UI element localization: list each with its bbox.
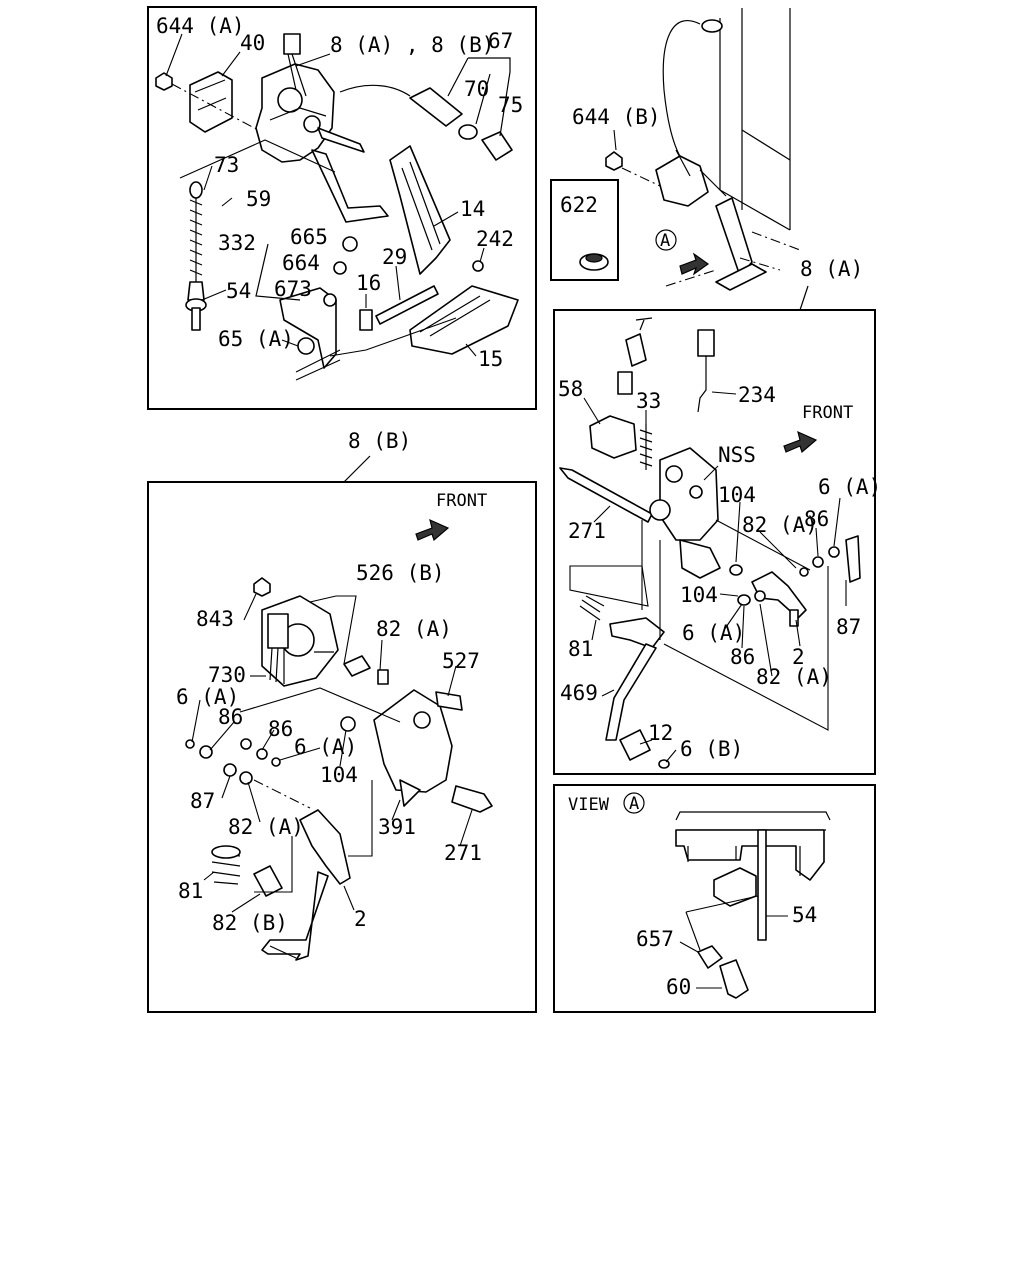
- view-a-marker: A: [660, 231, 670, 251]
- label-86-top: 86: [804, 507, 829, 531]
- label-6b: 6 (B): [680, 737, 743, 761]
- pedal-pad-15: [409, 285, 519, 355]
- front-arrow-8b: [415, 518, 450, 542]
- label-6a-8b-left: 6 (A): [176, 685, 239, 709]
- label-104-8b: 104: [320, 763, 358, 787]
- label-82a-bottom: 82 (A): [756, 665, 832, 689]
- label-nss: NSS: [718, 443, 756, 467]
- accel-pedal-14: [389, 145, 451, 275]
- view-a-title-marker: A: [629, 794, 639, 814]
- label-730: 730: [208, 663, 246, 687]
- label-665: 665: [290, 225, 328, 249]
- label-622: 622: [560, 193, 598, 217]
- label-59: 59: [246, 187, 271, 211]
- label-82a-8b-bottom: 82 (A): [228, 815, 304, 839]
- bracket-391: [373, 689, 453, 793]
- view-a-panel: VIEW A 54 657 60: [553, 784, 876, 1013]
- label-87-8b: 87: [190, 789, 215, 813]
- label-2-8b: 2: [354, 907, 367, 931]
- label-843: 843: [196, 607, 234, 631]
- label-81-8a: 81: [568, 637, 593, 661]
- label-16: 16: [356, 271, 381, 295]
- label-81-8b: 81: [178, 879, 203, 903]
- front-arrow-8a: [783, 430, 818, 454]
- label-12: 12: [648, 721, 673, 745]
- label-104-mid: 104: [680, 583, 718, 607]
- sensor-67: [409, 87, 463, 127]
- label-54-view-a: 54: [792, 903, 817, 927]
- label-2-8a: 2: [792, 645, 805, 669]
- label-332: 332: [218, 231, 256, 255]
- detail-8a-panel: FRONT: [553, 309, 881, 775]
- label-527: 527: [442, 649, 480, 673]
- label-40: 40: [240, 31, 265, 55]
- label-60: 60: [666, 975, 691, 999]
- label-8a-overview: 8 (A): [800, 257, 863, 281]
- label-86-8b-left: 86: [218, 705, 243, 729]
- label-6a-top: 6 (A): [818, 475, 881, 499]
- nut-644a: [155, 72, 173, 91]
- label-469: 469: [560, 681, 598, 705]
- label-87-8a: 87: [836, 615, 861, 639]
- label-58: 58: [558, 377, 583, 401]
- detail-8b-panel: 8 (B) FRONT: [147, 429, 537, 1013]
- label-6a-8b-mid: 6 (A): [294, 735, 357, 759]
- label-8a-8b: 8 (A) , 8 (B): [330, 33, 494, 57]
- bracket-nss: [659, 447, 719, 541]
- label-526b: 526 (B): [356, 561, 445, 585]
- view-a-title: VIEW: [568, 795, 610, 815]
- detail-8b-title: 8 (B): [348, 429, 411, 453]
- overview-panel: A 644 (B) 8 (A): [572, 8, 863, 311]
- label-73: 73: [214, 153, 239, 177]
- label-54: 54: [226, 279, 251, 303]
- label-644a: 644 (A): [156, 14, 245, 38]
- label-673: 673: [274, 277, 312, 301]
- label-644b: 644 (B): [572, 105, 661, 129]
- label-65a: 65 (A): [218, 327, 294, 351]
- label-14: 14: [460, 197, 485, 221]
- label-82a-8b-top: 82 (A): [376, 617, 452, 641]
- label-29: 29: [382, 245, 407, 269]
- label-271-8b: 271: [444, 841, 482, 865]
- label-657: 657: [636, 927, 674, 951]
- label-82a-top: 82 (A): [742, 513, 818, 537]
- label-70: 70: [464, 77, 489, 101]
- main-assembly-panel: 644 (A) 40 8 (A) , 8 (B) 67 70 75 73 59 …: [147, 6, 537, 410]
- label-664: 664: [282, 251, 320, 275]
- label-242: 242: [476, 227, 514, 251]
- pedal-bracket: [255, 63, 335, 163]
- label-391: 391: [378, 815, 416, 839]
- label-86-mid: 86: [730, 645, 755, 669]
- label-75: 75: [498, 93, 523, 117]
- label-82b: 82 (B): [212, 911, 288, 935]
- front-label-8b: FRONT: [436, 491, 487, 511]
- label-6a-mid: 6 (A): [682, 621, 745, 645]
- bracket-40: [189, 71, 233, 133]
- label-86-8b-mid: 86: [268, 717, 293, 741]
- grommet-panel: 622: [550, 179, 619, 281]
- label-271-8a: 271: [568, 519, 606, 543]
- label-67: 67: [488, 29, 513, 53]
- label-234: 234: [738, 383, 776, 407]
- label-104-top: 104: [718, 483, 756, 507]
- front-label-8a: FRONT: [802, 403, 853, 423]
- label-33: 33: [636, 389, 661, 413]
- label-15: 15: [478, 347, 503, 371]
